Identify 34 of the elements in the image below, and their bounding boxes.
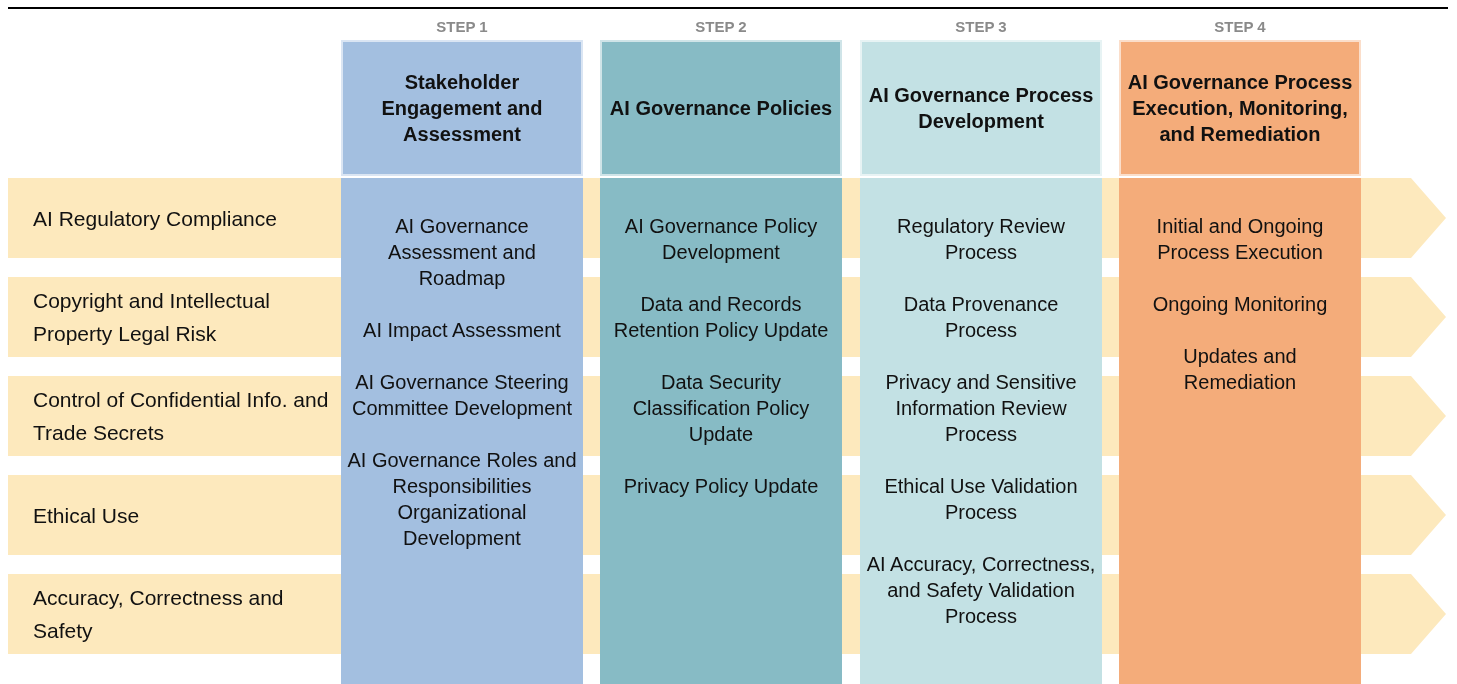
- activity-text: AI Governance Roles and Responsibilities Organizational Development: [347, 448, 577, 551]
- column-heading: AI Governance Process Execution, Monitoring, and Remediation: [1126, 70, 1354, 147]
- step-label: STEP 3: [954, 18, 1008, 35]
- step-label: STEP 4: [1213, 18, 1267, 35]
- step-label: STEP 2: [694, 18, 748, 35]
- row-label: Accuracy, Correctness and Safety: [33, 585, 285, 644]
- row-arrow-band: [8, 376, 341, 456]
- row-label: Control of Confidential Info. and Trade Secrets: [33, 387, 330, 446]
- activity-text: Data and Records Retention Policy Update: [612, 292, 830, 343]
- row-arrow-band: [8, 178, 341, 258]
- activity-text: AI Accuracy, Correctness, and Safety Validation Process: [866, 552, 1096, 629]
- activity-text: Updates and Remediation: [1182, 344, 1298, 395]
- activity-text: Privacy Policy Update: [622, 474, 820, 499]
- activity-text: Data Provenance Process: [902, 292, 1060, 343]
- column-heading: AI Governance Policies: [609, 96, 833, 121]
- activity-text: Regulatory Review Process: [896, 214, 1066, 265]
- activity-text: AI Governance Policy Development: [623, 214, 819, 265]
- activity-text: Privacy and Sensitive Information Review Process: [884, 370, 1078, 447]
- column-heading: AI Governance Process Development: [867, 83, 1095, 134]
- row-arrow-band: [8, 574, 341, 654]
- activity-text: Ethical Use Validation Process: [883, 474, 1079, 525]
- row-label: AI Regulatory Compliance: [33, 205, 278, 232]
- row-label: Copyright and Intellectual Property Legal Risk: [33, 288, 271, 347]
- row-label: Ethical Use: [33, 502, 141, 529]
- activity-text: AI Governance Steering Committee Development: [350, 370, 574, 421]
- column-heading: Stakeholder Engagement and Assessment: [380, 70, 544, 147]
- step-label: STEP 1: [435, 18, 489, 35]
- activity-text: Initial and Ongoing Process Execution: [1155, 214, 1325, 265]
- activity-text: AI Impact Assessment: [362, 318, 562, 343]
- row-arrow-band: [8, 277, 341, 357]
- activity-text: Data Security Classification Policy Update: [631, 370, 811, 447]
- activity-text: Ongoing Monitoring: [1151, 292, 1329, 317]
- activity-text: AI Governance Assessment and Roadmap: [387, 214, 537, 291]
- row-arrow-band: [8, 475, 341, 555]
